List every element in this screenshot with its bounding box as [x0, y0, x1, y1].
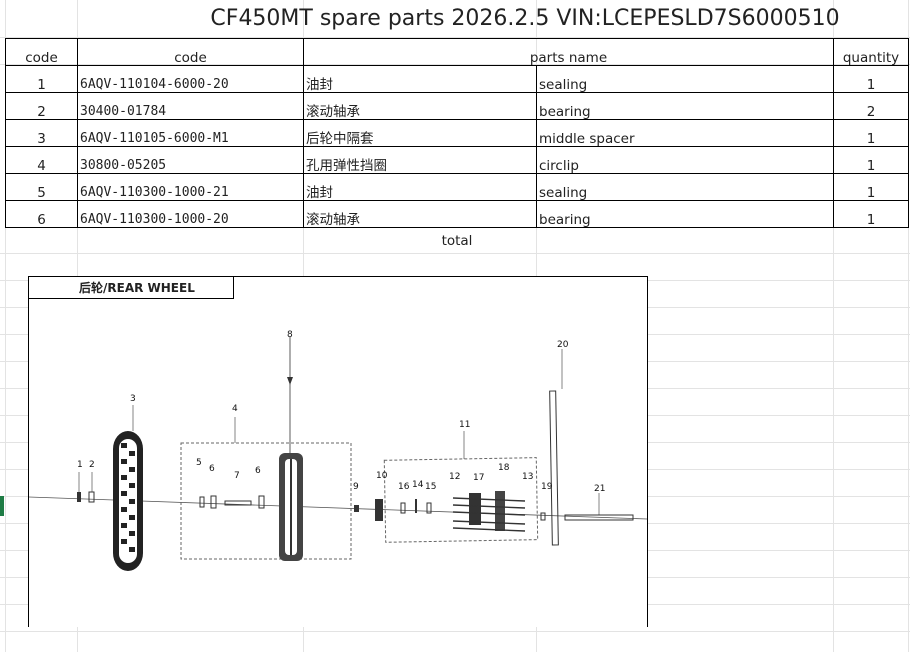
- part-5: [199, 496, 205, 508]
- row-name-cn[interactable]: 油封: [303, 173, 537, 201]
- callout-14: 14: [412, 480, 424, 490]
- table-header-row: code code parts name quantity: [5, 38, 909, 66]
- row-name-cn[interactable]: 油封: [303, 65, 537, 93]
- total-row: total: [5, 227, 909, 248]
- row-name-cn[interactable]: 滚动轴承: [303, 200, 537, 228]
- part-15: [426, 502, 432, 514]
- drawing-caption: 后轮/REAR WHEEL: [29, 277, 234, 299]
- part-1-seal: [77, 492, 81, 502]
- part-19: [540, 512, 546, 521]
- row-code[interactable]: 6AQV-110105-6000-M1: [77, 119, 304, 147]
- callout-11: 11: [459, 420, 470, 430]
- row-code[interactable]: 6AQV-110300-1000-21: [77, 173, 304, 201]
- row-name-en[interactable]: sealing: [536, 173, 834, 201]
- table-row: 5 6AQV-110300-1000-21 油封 sealing 1: [5, 173, 909, 201]
- row-quantity[interactable]: 1: [833, 146, 909, 174]
- row-quantity[interactable]: 1: [833, 200, 909, 228]
- row-no[interactable]: 2: [5, 92, 78, 120]
- exploded-view-diagram: 1 2 3 4 5 6 7 6 8 9 10 11 12 13 14 15 16…: [29, 330, 647, 571]
- callout-1: 1: [77, 460, 83, 470]
- row-no[interactable]: 5: [5, 173, 78, 201]
- row-quantity[interactable]: 2: [833, 92, 909, 120]
- part-8-rim: [279, 453, 303, 561]
- row-name-cn[interactable]: 后轮中隔套: [303, 119, 537, 147]
- row-selection-marker: [0, 496, 4, 516]
- part-12-bolts: [452, 497, 526, 532]
- callout-9: 9: [353, 482, 359, 492]
- callout-18: 18: [498, 463, 510, 473]
- table-row: 2 30400-01784 滚动轴承 bearing 2: [5, 92, 909, 120]
- header-no[interactable]: code: [5, 38, 78, 66]
- callout-4: 4: [232, 404, 238, 414]
- row-no[interactable]: 4: [5, 146, 78, 174]
- row-no[interactable]: 1: [5, 65, 78, 93]
- group-4-box: [180, 442, 352, 560]
- part-9: [354, 505, 359, 512]
- row-no[interactable]: 6: [5, 200, 78, 228]
- part-7-spacer: [224, 500, 252, 506]
- row-quantity[interactable]: 1: [833, 65, 909, 93]
- row-name-en[interactable]: bearing: [536, 200, 834, 228]
- parts-table: code code parts name quantity 1 6AQV-110…: [5, 38, 909, 248]
- row-name-en[interactable]: circlip: [536, 146, 834, 174]
- row-name-cn[interactable]: 滚动轴承: [303, 92, 537, 120]
- row-code[interactable]: 30800-05205: [77, 146, 304, 174]
- row-quantity[interactable]: 1: [833, 119, 909, 147]
- callout-16: 16: [398, 482, 410, 492]
- part-6-right: [258, 495, 265, 509]
- total-label[interactable]: total: [5, 227, 909, 248]
- callout-2: 2: [89, 460, 95, 470]
- part-16: [400, 502, 406, 514]
- part-17-sprocket: [469, 491, 505, 531]
- callout-6b: 6: [255, 466, 261, 476]
- row-name-en[interactable]: sealing: [536, 65, 834, 93]
- rear-wheel-drawing[interactable]: 后轮/REAR WHEEL: [28, 276, 648, 627]
- table-row: 4 30800-05205 孔用弹性挡圈 circlip 1: [5, 146, 909, 174]
- callout-20: 20: [557, 340, 569, 350]
- callout-17: 17: [473, 473, 484, 483]
- table-row: 1 6AQV-110104-6000-20 油封 sealing 1: [5, 65, 909, 93]
- part-10: [375, 499, 383, 521]
- row-name-en[interactable]: bearing: [536, 92, 834, 120]
- row-name-en[interactable]: middle spacer: [536, 119, 834, 147]
- header-quantity[interactable]: quantity: [833, 38, 909, 66]
- callout-6: 6: [209, 464, 215, 474]
- callout-21: 21: [594, 484, 605, 494]
- callout-15: 15: [425, 482, 436, 492]
- row-code[interactable]: 6AQV-110300-1000-20: [77, 200, 304, 228]
- table-row: 6 6AQV-110300-1000-20 滚动轴承 bearing 1: [5, 200, 909, 228]
- part-3-tire: [113, 431, 143, 571]
- part-6-left: [210, 495, 217, 509]
- header-parts-name[interactable]: parts name: [303, 38, 834, 66]
- group-11-box: [383, 457, 539, 543]
- callout-12: 12: [449, 472, 460, 482]
- callout-10: 10: [376, 471, 388, 481]
- part-20-chain: [549, 390, 559, 546]
- callout-5: 5: [196, 458, 202, 468]
- part-14: [415, 499, 417, 513]
- part-2-bearing: [88, 491, 95, 503]
- row-name-cn[interactable]: 孔用弹性挡圈: [303, 146, 537, 174]
- sheet-title: CF450MT spare parts 2026.2.5 VIN:LCEPESL…: [210, 6, 840, 31]
- callout-8: 8: [287, 330, 293, 340]
- callout-7: 7: [234, 471, 240, 481]
- header-code[interactable]: code: [77, 38, 304, 66]
- row-quantity[interactable]: 1: [833, 173, 909, 201]
- table-row: 3 6AQV-110105-6000-M1 后轮中隔套 middle space…: [5, 119, 909, 147]
- callout-19: 19: [541, 482, 553, 492]
- row-no[interactable]: 3: [5, 119, 78, 147]
- callout-13: 13: [522, 472, 533, 482]
- row-code[interactable]: 30400-01784: [77, 92, 304, 120]
- callout-3: 3: [130, 394, 136, 404]
- row-code[interactable]: 6AQV-110104-6000-20: [77, 65, 304, 93]
